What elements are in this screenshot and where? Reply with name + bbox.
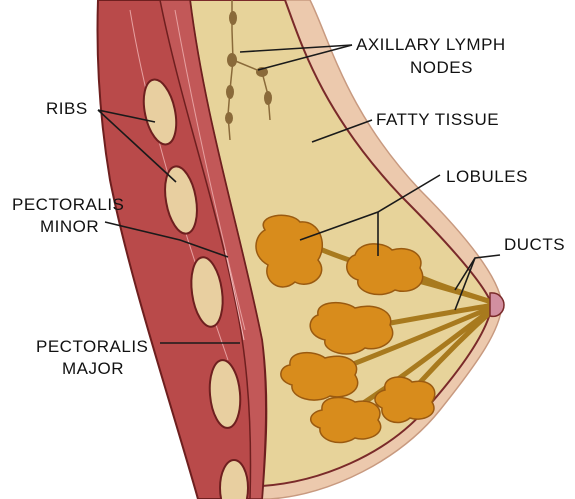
label-axillary-lymph-nodes-line1: AXILLARY LYMPH bbox=[356, 35, 506, 54]
label-ducts: DUCTS bbox=[504, 235, 565, 254]
lymph-node bbox=[226, 85, 234, 99]
label-axillary-lymph-nodes-line2: NODES bbox=[410, 58, 473, 77]
label-pectoralis-major-line1: PECTORALIS bbox=[36, 337, 148, 356]
lymph-node bbox=[227, 53, 237, 67]
label-lobules: LOBULES bbox=[446, 167, 528, 186]
lymph-node bbox=[264, 91, 272, 105]
nipple bbox=[490, 293, 504, 316]
lymph-node bbox=[229, 11, 237, 25]
lymph-node bbox=[225, 112, 233, 124]
label-ribs: RIBS bbox=[46, 99, 88, 118]
label-pectoralis-minor-line2: MINOR bbox=[40, 217, 99, 236]
label-pectoralis-major-line2: MAJOR bbox=[62, 359, 124, 378]
label-pectoralis-minor-line1: PECTORALIS bbox=[12, 195, 124, 214]
label-fatty-tissue: FATTY TISSUE bbox=[376, 110, 499, 129]
